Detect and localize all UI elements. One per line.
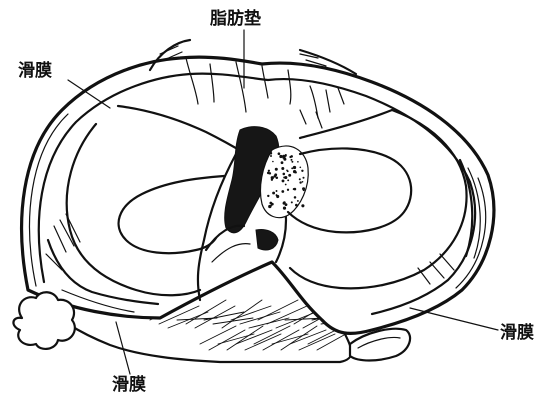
stipple-dot xyxy=(281,190,284,193)
stipple-dot xyxy=(291,159,293,161)
synovium-bottom-right-label: 滑膜 xyxy=(500,322,534,343)
stipple-dot xyxy=(278,152,281,155)
stipple-dot xyxy=(287,179,289,181)
stipple-dot xyxy=(285,184,287,186)
stipple-dot xyxy=(283,158,286,161)
stipple-dot xyxy=(274,173,277,176)
stipple-dot xyxy=(287,189,289,191)
stipple-dot xyxy=(283,176,285,178)
stipple-dot xyxy=(293,166,296,169)
stipple-dot xyxy=(293,188,295,190)
stipple-dot xyxy=(299,181,301,183)
stipple-dot xyxy=(272,161,274,163)
stipple-dot xyxy=(271,179,273,181)
stipple-dot xyxy=(282,155,285,158)
stipple-dot xyxy=(283,207,286,210)
fat-pad-label: 脂肪垫 xyxy=(210,8,261,29)
stipple-dot xyxy=(282,179,285,182)
synovium-bottom-left-label: 滑膜 xyxy=(112,374,146,395)
stipple-dot xyxy=(288,174,291,177)
stipple-dot xyxy=(275,168,278,171)
stipple-dot xyxy=(301,204,304,207)
stipple-dot xyxy=(297,200,299,202)
stipple-dot xyxy=(297,161,299,163)
stipple-dot xyxy=(283,173,286,176)
stipple-dot xyxy=(276,190,278,192)
stipple-dot xyxy=(270,155,272,157)
stipple-dot xyxy=(291,201,293,203)
stipple-dot xyxy=(301,170,303,172)
stipple-dot xyxy=(293,170,296,173)
stipple-dot xyxy=(289,156,291,158)
stipple-dot xyxy=(299,166,301,168)
stipple-dot xyxy=(294,196,297,199)
stipple-dot xyxy=(276,195,279,198)
bottom-left-cloud xyxy=(13,292,74,349)
stipple-dot xyxy=(271,203,274,206)
stipple-dot xyxy=(302,181,304,183)
stipple-dot xyxy=(279,155,282,158)
stipple-dot xyxy=(302,177,304,179)
stipple-dot xyxy=(295,204,298,207)
stipple-dot xyxy=(291,161,293,163)
stipple-dot xyxy=(270,152,273,155)
stipple-dot xyxy=(269,172,271,174)
stipple-dot xyxy=(299,178,301,180)
stipple-dot xyxy=(303,189,305,191)
stipple-dot xyxy=(281,161,284,164)
stipple-dot xyxy=(281,167,284,170)
stipple-dot xyxy=(267,195,269,197)
synovium-top-left-label: 滑膜 xyxy=(18,60,52,81)
stipple-dot xyxy=(286,169,288,171)
stipple-dot xyxy=(272,192,275,195)
stipple-dot xyxy=(283,202,286,205)
